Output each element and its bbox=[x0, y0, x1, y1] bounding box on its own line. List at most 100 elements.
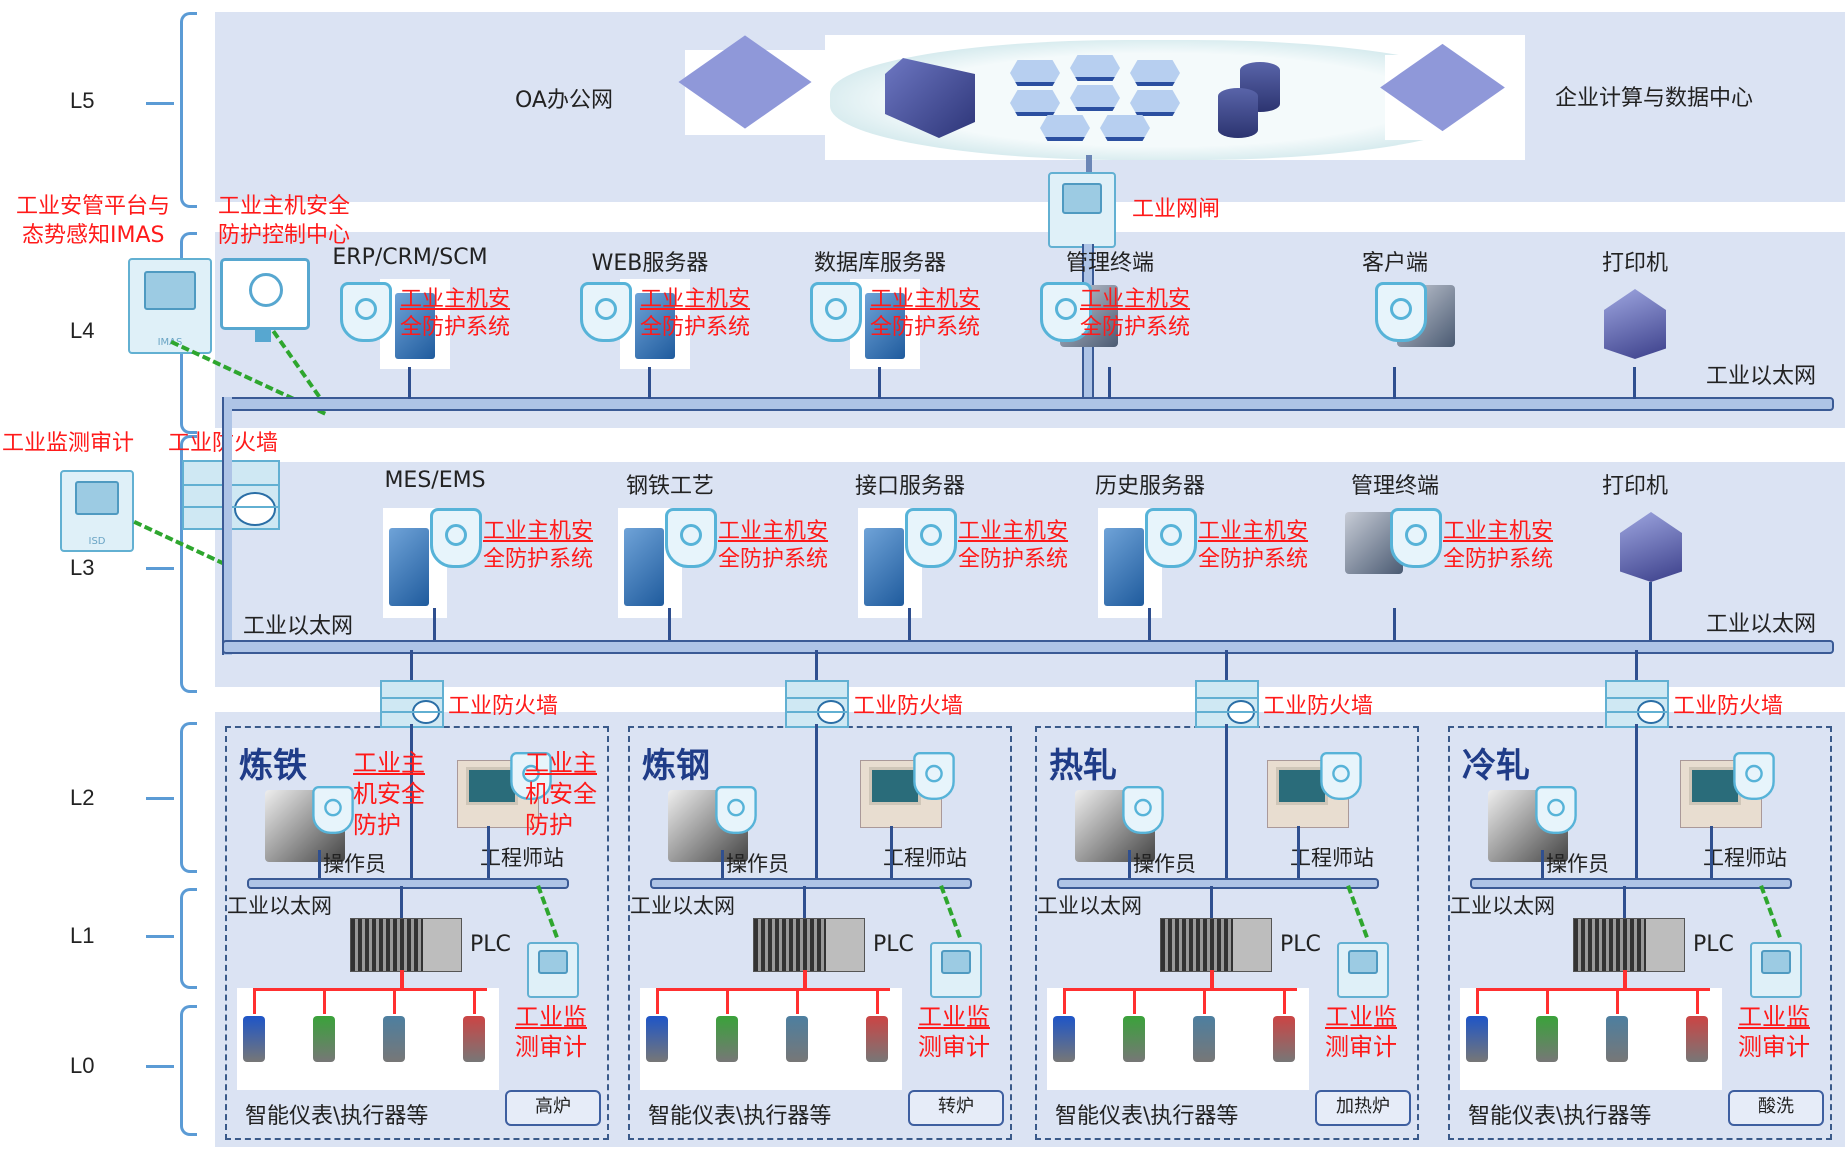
zone-firewall-icon[interactable] bbox=[785, 680, 849, 728]
host-protect-label-line: 工业主 bbox=[525, 749, 597, 777]
plc-icon[interactable] bbox=[350, 918, 462, 972]
network-gateway-icon[interactable] bbox=[1048, 172, 1116, 248]
fieldbus-drop bbox=[1210, 970, 1214, 988]
datacenter-node bbox=[1380, 43, 1510, 140]
host-protect-label-line: 机安全 bbox=[353, 780, 425, 808]
zone-firewall-icon[interactable] bbox=[1195, 680, 1259, 728]
l3-node[interactable]: 打印机 bbox=[1545, 468, 1725, 643]
host-center-label-line2: 防护控制中心 bbox=[218, 223, 351, 248]
l3-node[interactable]: 历史服务器 bbox=[1060, 468, 1240, 643]
monitor-audit-label: 工业监测审计 bbox=[2, 431, 135, 456]
audit-label-line2: 测审计 bbox=[918, 1033, 990, 1061]
host-protection-label-line1: 工业主机安 bbox=[1198, 519, 1309, 544]
l3-to-zone-link bbox=[410, 650, 413, 680]
unit-label: 转炉 bbox=[908, 1090, 1004, 1126]
engineer-drop bbox=[1710, 826, 1713, 882]
plc-icon[interactable] bbox=[753, 918, 865, 972]
fieldbus-drop bbox=[1476, 988, 1479, 1014]
brace-tick-l5 bbox=[146, 102, 174, 105]
host-protection-shield-icon bbox=[913, 752, 955, 800]
imas-platform-icon[interactable]: IMAS bbox=[128, 258, 212, 354]
level-transmitter-icon bbox=[243, 1016, 265, 1062]
oa-network-icon bbox=[678, 35, 812, 129]
level-label-l2: L2 bbox=[70, 785, 95, 810]
host-protection-shield-icon bbox=[1390, 508, 1442, 568]
operator-label: 操作员 bbox=[1546, 852, 1609, 876]
host-protection-shield-icon bbox=[665, 508, 717, 568]
host-protection-label-line2: 全防护系统 bbox=[870, 315, 981, 340]
monitor-audit-icon[interactable] bbox=[1337, 942, 1389, 998]
server-icon bbox=[1104, 528, 1144, 606]
l4-node-drop bbox=[1393, 367, 1396, 399]
audit-label-line1: 工业监 bbox=[918, 1003, 990, 1031]
l4-band bbox=[215, 232, 1845, 428]
host-protection-shield-icon bbox=[1040, 282, 1092, 342]
host-protection-label-line1: 工业主机安 bbox=[718, 519, 829, 544]
brace-l1 bbox=[180, 888, 197, 989]
zone-firewall-label: 工业防火墙 bbox=[1673, 694, 1784, 719]
fieldbus-drop bbox=[393, 988, 396, 1014]
brace-tick-l1 bbox=[146, 935, 174, 938]
audit-screen bbox=[1760, 950, 1792, 974]
plc-icon[interactable] bbox=[1160, 918, 1272, 972]
server-icon bbox=[635, 293, 675, 359]
plc-icon[interactable] bbox=[1573, 918, 1685, 972]
flame-icon bbox=[1227, 700, 1255, 724]
zone-firewall-icon[interactable] bbox=[380, 680, 444, 728]
datacenter-icon bbox=[1380, 43, 1505, 132]
zone-bus-label: 工业以太网 bbox=[1450, 894, 1555, 918]
l3-node-drop bbox=[908, 608, 911, 640]
isd-monitor-audit-icon[interactable]: ISD bbox=[60, 470, 134, 552]
compute-cluster-icon bbox=[1130, 60, 1180, 86]
fieldbus-drop bbox=[253, 988, 256, 1014]
host-protection-label-line2: 全防护系统 bbox=[483, 547, 594, 572]
l3-node-drop bbox=[1393, 608, 1396, 640]
fieldbus-drop bbox=[803, 970, 807, 988]
valve-positioner-icon bbox=[786, 1016, 808, 1062]
fieldbus-drop bbox=[1203, 988, 1206, 1014]
plc-label: PLC bbox=[1280, 932, 1321, 957]
l4-node-label: WEB服务器 bbox=[591, 251, 709, 276]
level-transmitter-icon bbox=[646, 1016, 668, 1062]
printer-icon bbox=[1604, 289, 1666, 359]
fieldbus-drop bbox=[796, 988, 799, 1014]
host-protection-shield-icon bbox=[1122, 786, 1164, 834]
l3-node-drop bbox=[1148, 608, 1151, 640]
fieldbus-drop bbox=[876, 988, 879, 1014]
l4-node[interactable]: 打印机 bbox=[1545, 245, 1725, 405]
l4-bus-label: 工业以太网 bbox=[1706, 364, 1817, 389]
l3-to-zone-link bbox=[1635, 650, 1638, 680]
zone-title: 炼钢 bbox=[642, 746, 710, 786]
zone-firewall-label: 工业防火墙 bbox=[448, 694, 559, 719]
printer-icon bbox=[1620, 512, 1682, 582]
host-protection-label-line2: 全防护系统 bbox=[1080, 315, 1191, 340]
brace-tick-l3 bbox=[146, 567, 174, 570]
engineer-drop bbox=[890, 826, 893, 882]
instruments-label: 智能仪表\执行器等 bbox=[245, 1104, 429, 1129]
fieldbus-drop bbox=[1133, 988, 1136, 1014]
host-protection-shield-icon bbox=[312, 786, 354, 834]
flow-meter-icon bbox=[313, 1016, 335, 1062]
instruments-backdrop bbox=[237, 988, 499, 1090]
l3-to-zone-link bbox=[815, 650, 818, 680]
l3-node-label: 打印机 bbox=[1601, 474, 1668, 499]
valve-positioner-icon bbox=[383, 1016, 405, 1062]
valve-positioner-icon bbox=[1606, 1016, 1628, 1062]
zone-uplink bbox=[1225, 724, 1228, 884]
database-server-icon bbox=[865, 293, 905, 359]
engineer-label: 工程师站 bbox=[1703, 846, 1787, 870]
imas-device-text: IMAS bbox=[157, 337, 183, 349]
zone-firewall-icon[interactable] bbox=[1605, 680, 1669, 728]
monitor-audit-icon[interactable] bbox=[1750, 942, 1802, 998]
monitor-audit-icon[interactable] bbox=[930, 942, 982, 998]
compute-cluster-icon bbox=[1130, 90, 1180, 116]
l3-ethernet-bus bbox=[222, 640, 1834, 654]
operator-drop bbox=[721, 850, 724, 882]
plc-label: PLC bbox=[1693, 932, 1734, 957]
l4-node-drop bbox=[648, 367, 651, 399]
monitor-audit-icon[interactable] bbox=[527, 942, 579, 998]
l4-node-drop bbox=[408, 367, 411, 399]
actuator-icon bbox=[1686, 1016, 1708, 1062]
host-security-center-icon[interactable] bbox=[220, 258, 310, 330]
host-protection-label-line2: 全防护系统 bbox=[400, 315, 511, 340]
